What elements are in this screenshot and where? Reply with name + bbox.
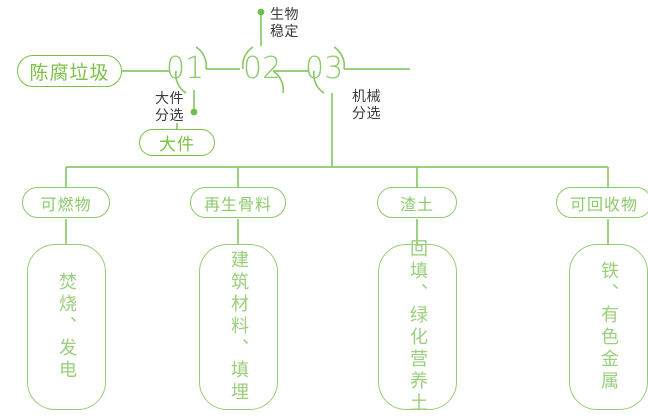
node-branch-bulky[interactable]: 大件 bbox=[139, 129, 215, 156]
outcome-box-4-text: 铁、有色金属 bbox=[598, 261, 619, 393]
outcome-box-1[interactable]: 焚烧、发电 bbox=[27, 244, 106, 410]
stage-number-02[interactable]: 02 bbox=[243, 51, 282, 86]
outcome-box-2-text: 建筑材料、填埋 bbox=[228, 250, 249, 404]
outcome-box-4[interactable]: 铁、有色金属 bbox=[569, 244, 648, 410]
outcome-box-3[interactable]: 回填、绿化营养土 bbox=[378, 239, 457, 415]
node-branch-bulky-label: 大件 bbox=[159, 135, 195, 154]
stage-02-note-line-2: 稳定 bbox=[270, 23, 299, 40]
stage-02-note-line-1: 生物 bbox=[270, 6, 299, 22]
node-source-label: 陈腐垃圾 bbox=[29, 62, 110, 84]
node-product-4-label: 可回收物 bbox=[569, 196, 638, 214]
stage-01-bracket-lower bbox=[174, 70, 187, 94]
stage-03-note: 机械 分选 bbox=[352, 88, 381, 122]
node-source[interactable]: 陈腐垃圾 bbox=[17, 55, 122, 87]
stage-01-bracket-upper bbox=[195, 46, 208, 70]
stage-01-note: 大件 分选 bbox=[118, 90, 184, 124]
stage-01-note-line-2: 分选 bbox=[155, 107, 184, 124]
stage-03-bracket-lower bbox=[312, 70, 325, 94]
node-product-1[interactable]: 可燃物 bbox=[22, 187, 110, 218]
node-product-3-label: 渣土 bbox=[399, 196, 434, 214]
stage-02-note: 生物 稳定 bbox=[270, 6, 299, 40]
outcome-box-3-text: 回填、绿化营养土 bbox=[407, 239, 428, 415]
node-product-2-label: 再生骨料 bbox=[203, 196, 272, 214]
stage-02-bracket-upper bbox=[241, 46, 254, 70]
node-product-1-label: 可燃物 bbox=[40, 196, 92, 214]
stage-number-01[interactable]: 01 bbox=[166, 51, 205, 86]
stage-03-note-line-2: 分选 bbox=[352, 105, 381, 122]
stage-01-note-line-1: 大件 bbox=[155, 90, 184, 106]
outcome-box-1-text: 焚烧、发电 bbox=[56, 272, 77, 382]
node-product-2[interactable]: 再生骨料 bbox=[190, 187, 286, 218]
stage-02-note-dot bbox=[257, 8, 265, 16]
stage-01-note-dot bbox=[190, 108, 198, 116]
stage-02-bracket-lower bbox=[272, 70, 285, 94]
stage-03-bracket-upper bbox=[333, 46, 346, 70]
stage-03-note-line-1: 机械 bbox=[352, 88, 381, 104]
outcome-box-2[interactable]: 建筑材料、填埋 bbox=[199, 244, 278, 410]
node-product-3[interactable]: 渣土 bbox=[377, 187, 457, 218]
stage-number-03[interactable]: 03 bbox=[305, 51, 344, 86]
node-product-4[interactable]: 可回收物 bbox=[556, 187, 648, 218]
